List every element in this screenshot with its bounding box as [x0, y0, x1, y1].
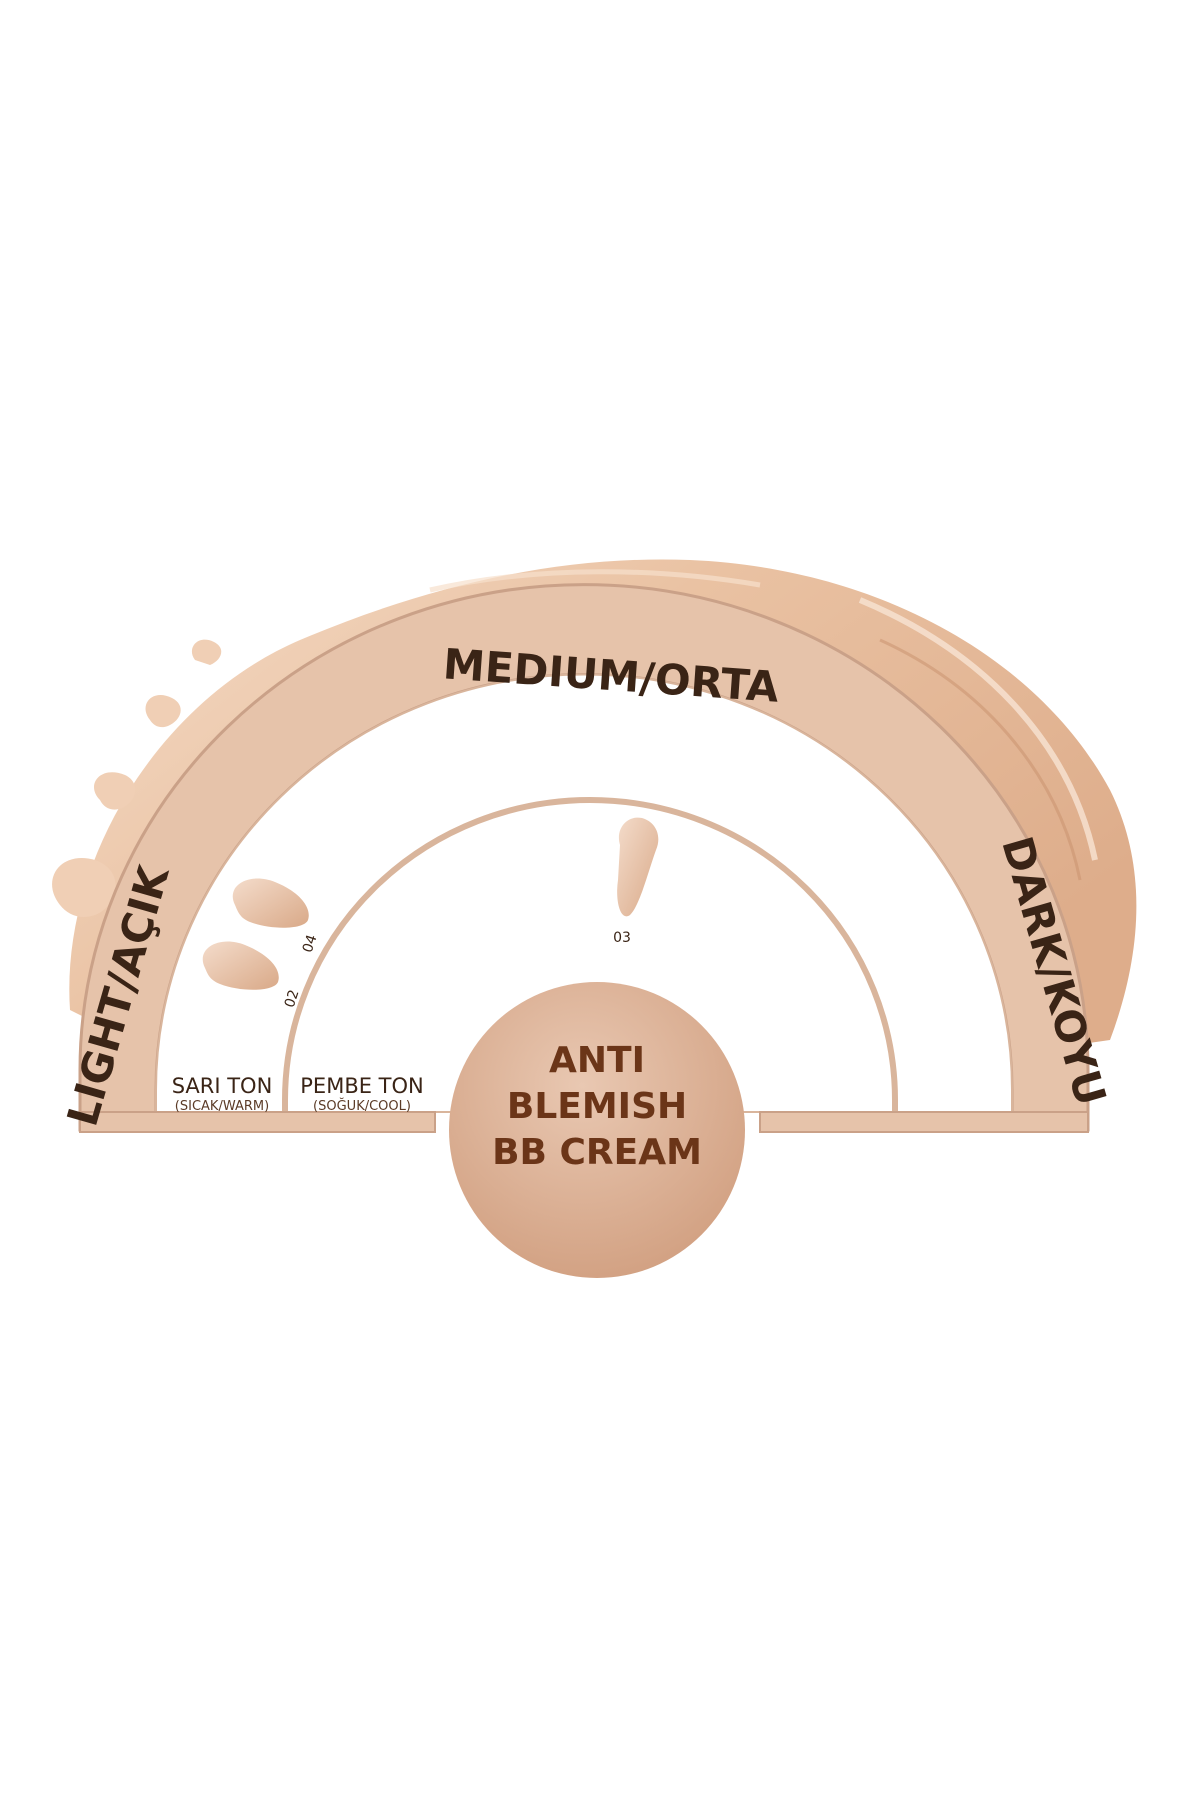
- inner-arch-outline: [282, 797, 898, 1112]
- base-bar-left: [79, 1111, 436, 1133]
- outer-arch-band: [78, 583, 1090, 1132]
- swatch-label-02: 02: [282, 988, 303, 1010]
- cream-drip: [145, 695, 181, 728]
- product-circle: [449, 982, 745, 1278]
- cream-highlight: [858, 597, 1098, 861]
- outer-arch-interior: [155, 673, 1013, 1113]
- product-badge: ANTI BLEMISH BB CREAM: [449, 982, 745, 1278]
- product-name-line-3: BB CREAM: [492, 1132, 702, 1173]
- cream-drip: [52, 858, 116, 917]
- cream-highlight: [429, 569, 761, 593]
- cream-drip: [191, 639, 222, 665]
- cream-highlight: [879, 638, 1082, 881]
- cool-title: PEMBE TON: [300, 1074, 423, 1098]
- swatch-label-03: 03: [613, 930, 631, 946]
- swatch-03: [617, 817, 659, 917]
- swatch-04: [232, 878, 309, 928]
- base-bar-right: [759, 1111, 1089, 1133]
- cream-drip: [94, 772, 136, 810]
- product-name-line-2: BLEMISH: [507, 1086, 687, 1127]
- warm-subtitle: (SICAK/WARM): [175, 1099, 269, 1114]
- base-bars: [79, 1111, 1089, 1133]
- shade-swatch-03: 03: [613, 817, 659, 946]
- warm-title: SARI TON: [172, 1074, 273, 1098]
- cool-subtitle: (SOĞUK/COOL): [313, 1098, 411, 1114]
- product-name-line-1: ANTI: [549, 1040, 645, 1081]
- swatch-02: [202, 941, 279, 990]
- shade-swatch-02: 02: [202, 941, 303, 1010]
- shade-swatch-04: 04: [232, 878, 321, 955]
- swatch-label-04: 04: [300, 933, 321, 955]
